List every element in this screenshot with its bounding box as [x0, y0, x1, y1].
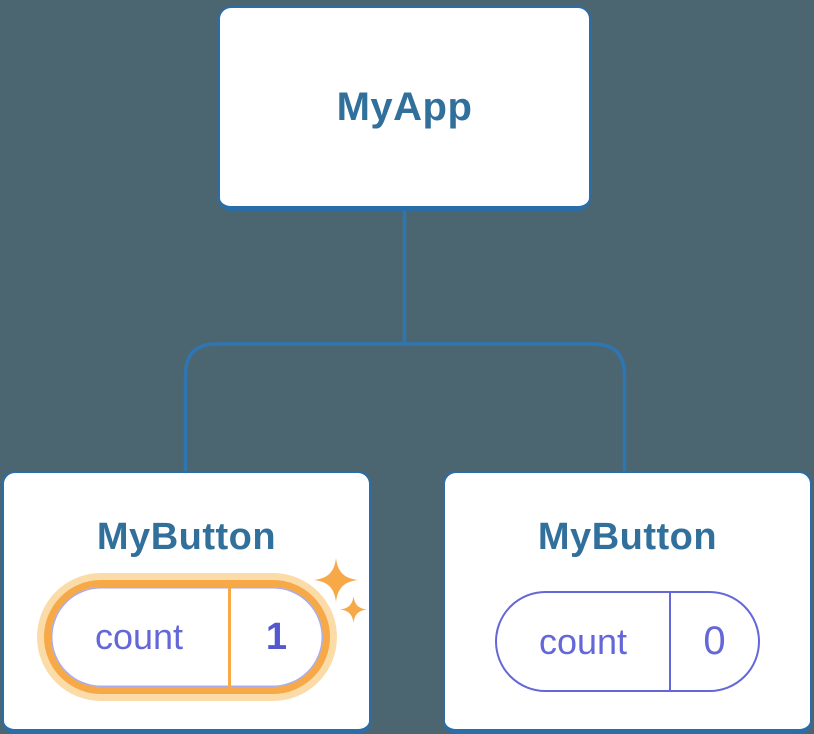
tree-node-mybutton-left: MyButton count 1 [2, 471, 371, 734]
state-pill-row: count 0 [445, 591, 810, 692]
state-label: count [94, 616, 184, 657]
sparkle-icon-small [340, 596, 367, 623]
state-pill-row: count 1 [4, 573, 369, 701]
sparkle-icon-large [314, 558, 358, 602]
state-pill: count 0 [495, 591, 760, 692]
state-label: count [538, 620, 628, 662]
state-value: 1 [265, 615, 288, 658]
pill-divider [669, 593, 671, 690]
tree-node-myapp: MyApp [218, 6, 591, 211]
state-pill-highlight-glow: count 1 [36, 573, 337, 701]
state-value: 0 [703, 619, 726, 663]
connector-bracket [183, 342, 627, 473]
node-title: MyButton [537, 516, 718, 558]
state-pill-highlighted: count 1 [43, 580, 330, 694]
node-title: MyButton [96, 516, 277, 558]
tree-node-mybutton-right: MyButton count 0 [443, 471, 812, 734]
node-title: MyApp [336, 85, 473, 129]
pill-divider [227, 587, 231, 687]
state-pill-inner: count 1 [51, 587, 323, 687]
